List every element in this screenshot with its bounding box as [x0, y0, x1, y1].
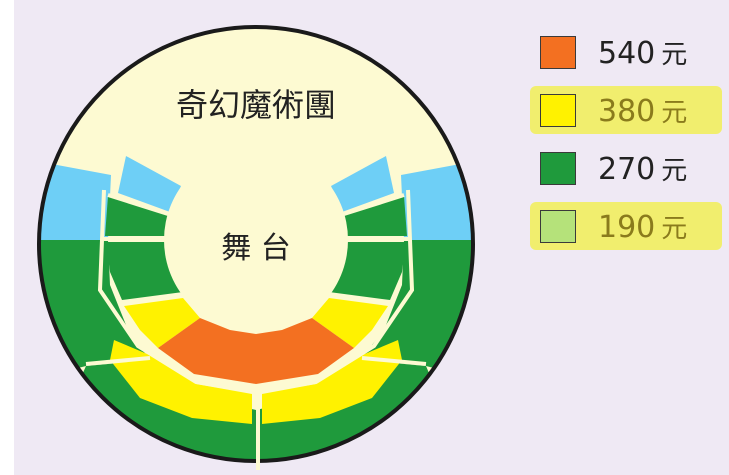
- inner-left-outer-yellow-section: [110, 340, 252, 424]
- stage-label: 舞 台: [221, 231, 291, 266]
- legend-swatch-light-green: [540, 209, 576, 243]
- inner-right-green-section: [344, 196, 407, 236]
- inner-left-green-section-2: [106, 242, 183, 300]
- inner-right-outer-yellow-section: [262, 340, 402, 424]
- legend-swatch-green: [540, 151, 576, 185]
- troupe-title: 奇幻魔術團: [176, 86, 336, 124]
- inner-right-green-section-2: [329, 242, 406, 300]
- stage-circle: [164, 148, 348, 332]
- inner-right-yellow-section: [312, 298, 388, 348]
- aisle-lines: [85, 189, 427, 470]
- inner-left-yellow-section: [124, 298, 200, 348]
- inner-left-blue-section: [118, 156, 181, 212]
- legend-swatch-orange: [540, 35, 576, 69]
- inner-left-green-section: [105, 196, 168, 236]
- legend-swatch-yellow: [540, 93, 576, 127]
- front-orange-section: [158, 318, 354, 384]
- inner-right-blue-section: [331, 156, 394, 212]
